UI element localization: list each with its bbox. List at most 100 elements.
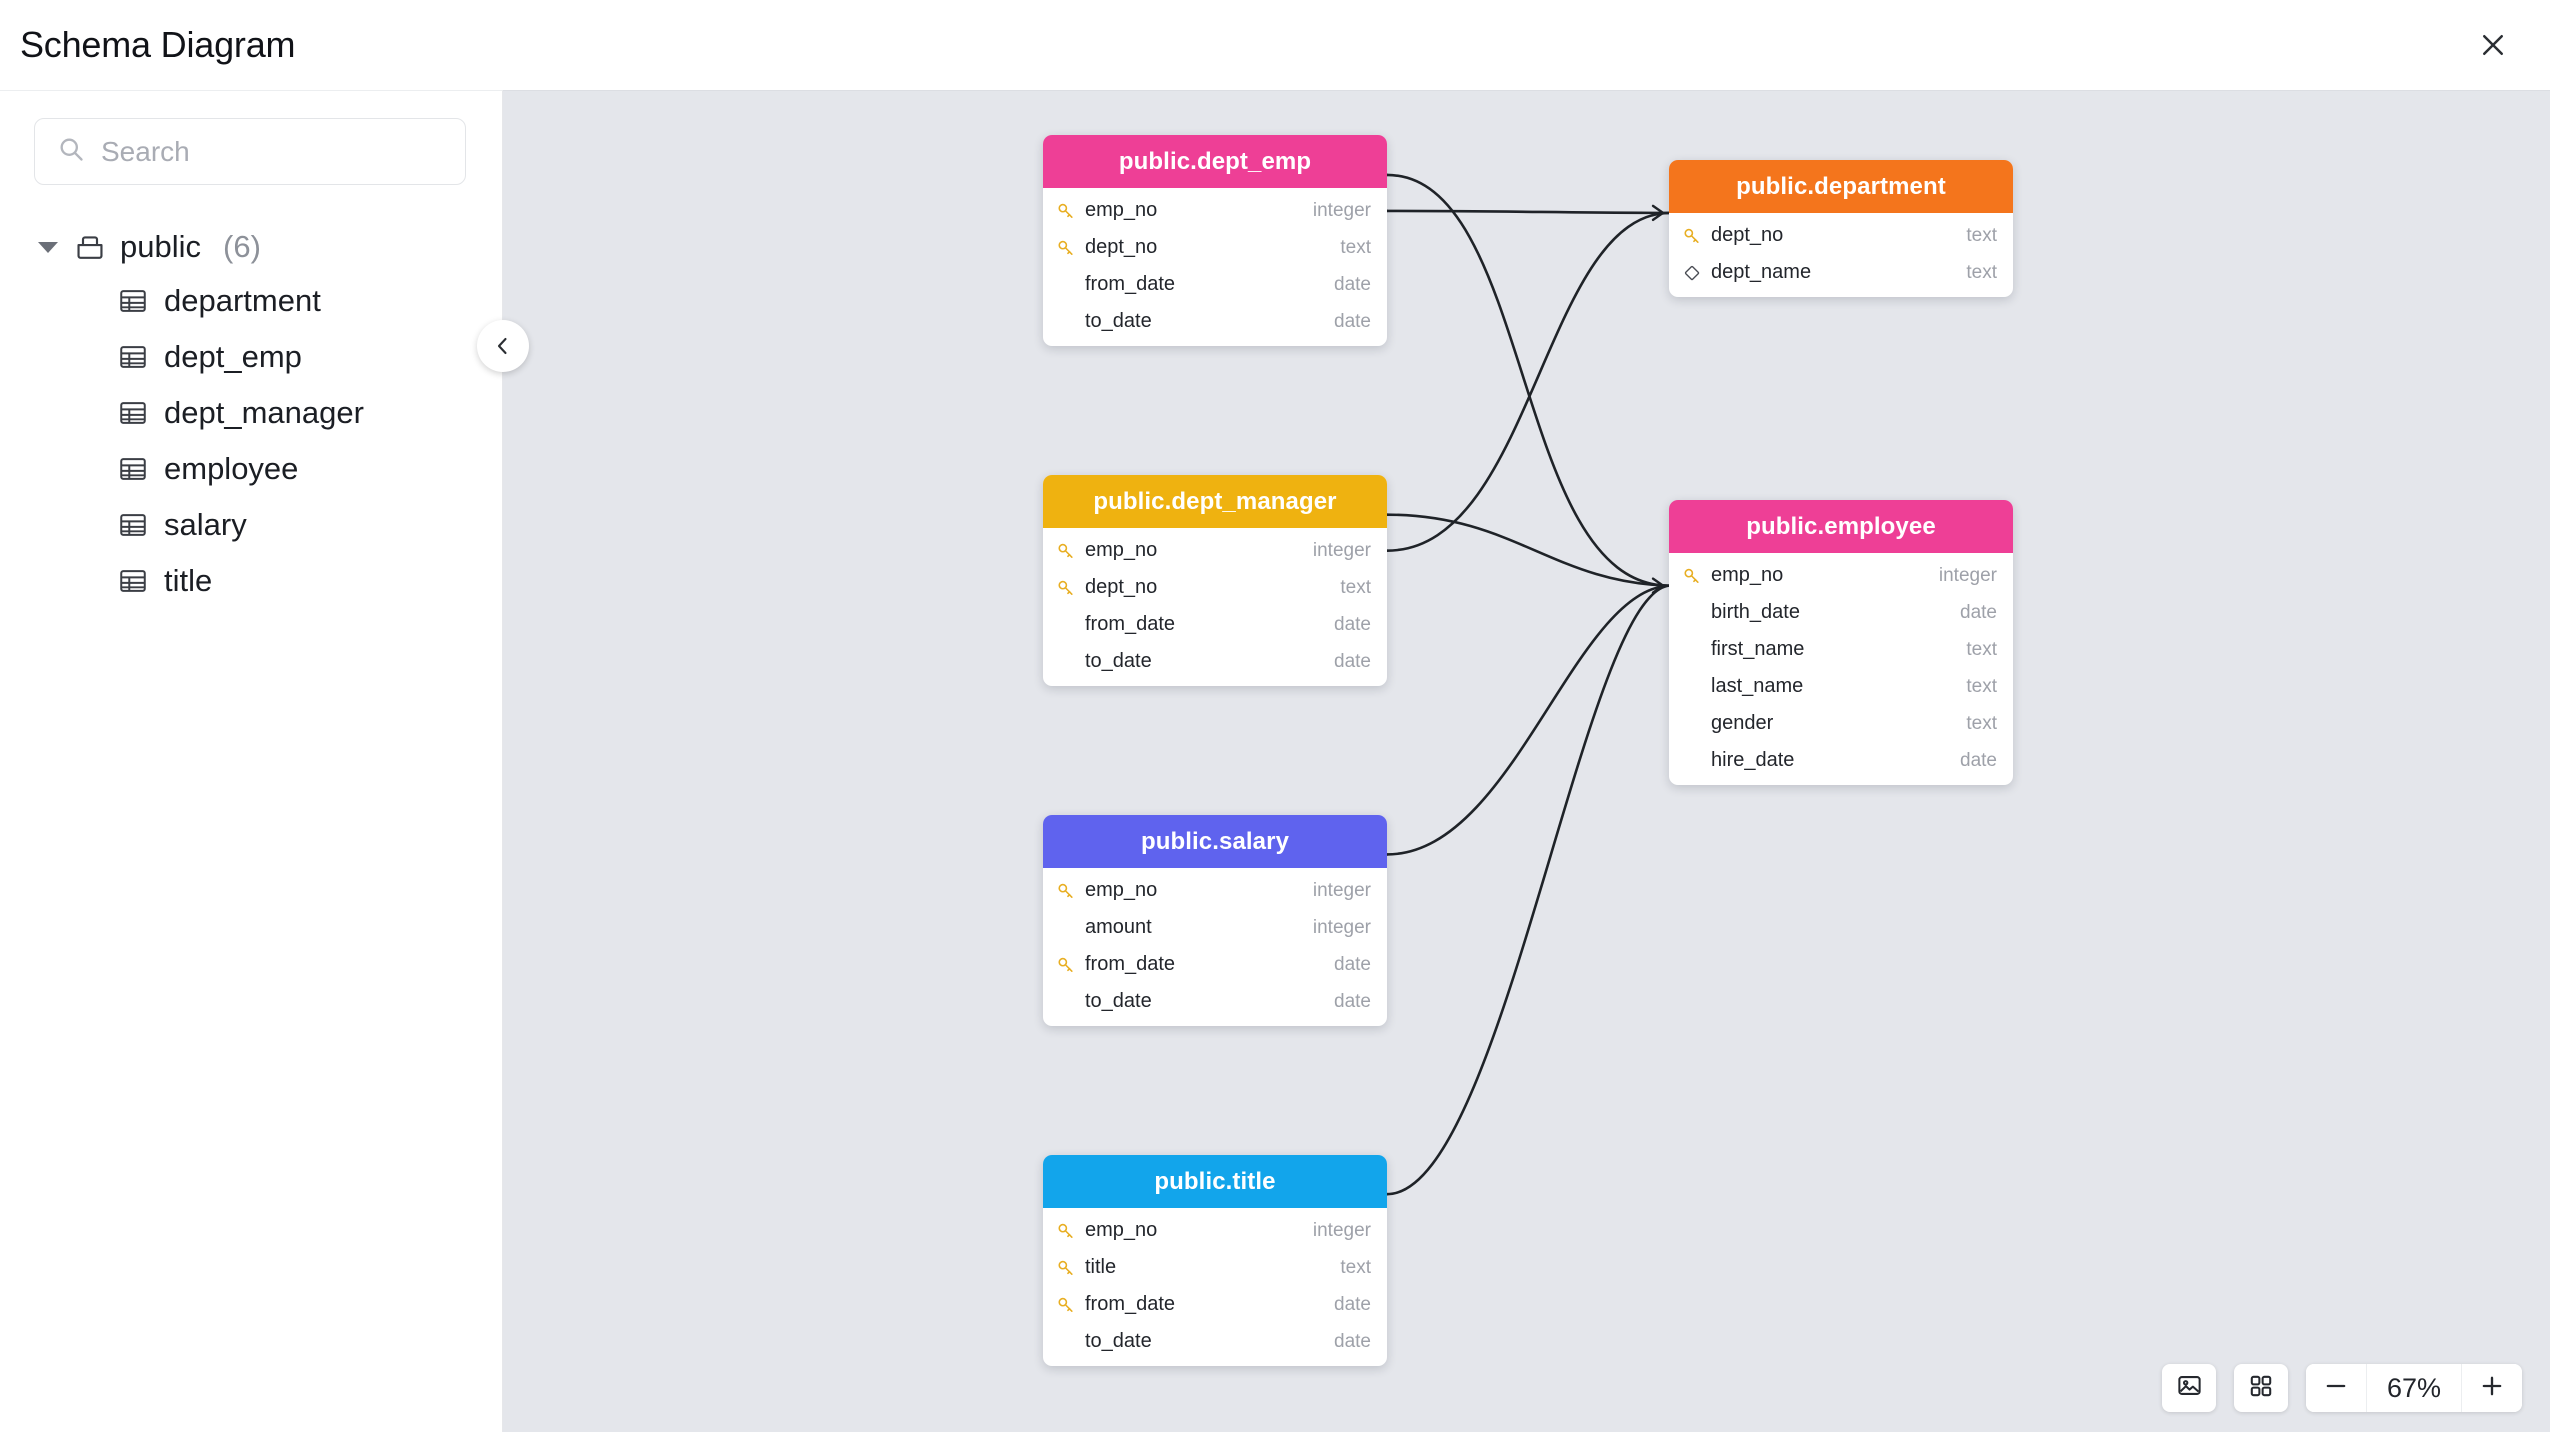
column-name: to_date [1085,1330,1152,1352]
minus-icon [2322,1372,2350,1405]
close-icon[interactable] [2466,18,2520,72]
sidebar-item-title[interactable]: title [34,553,466,609]
titlebar: Schema Diagram [0,0,2550,90]
canvas-toolbar: 67% [2162,1364,2522,1412]
auto-layout-button[interactable] [2234,1364,2288,1412]
sidebar-item-label: employee [164,451,299,486]
column-type: integer [1312,1219,1371,1241]
table-node-header[interactable]: public.department [1669,160,2013,213]
column-name: dept_no [1085,576,1158,598]
column-type: text [1340,576,1371,598]
table-icon [118,512,148,538]
schema-tree: public (6) department dept_emp dept_manage… [34,221,466,609]
column-name: to_date [1085,990,1152,1012]
key-icon [1055,578,1077,598]
column-name: emp_no [1085,1219,1158,1241]
sidebar-item-label: salary [164,507,247,542]
column-row[interactable]: from_date date [1043,606,1387,643]
table-icon [118,456,148,482]
sidebar-item-dept-emp[interactable]: dept_emp [34,329,466,385]
column-name: from_date [1085,953,1176,975]
sidebar-item-public-schema[interactable]: public (6) [34,221,466,273]
column-name: emp_no [1085,199,1158,221]
column-row[interactable]: emp_no integer [1043,1212,1387,1249]
column-type: integer [1312,199,1371,221]
search-input[interactable] [101,119,443,184]
column-type: date [1334,1293,1371,1315]
zoom-out-button[interactable] [2306,1364,2366,1412]
table-icon [118,400,148,426]
column-name: last_name [1711,675,1804,697]
column-name: dept_no [1085,236,1158,258]
key-icon [1055,541,1077,561]
column-name: from_date [1085,613,1176,635]
table-node-header[interactable]: public.dept_emp [1043,135,1387,188]
table-node-header[interactable]: public.employee [1669,500,2013,553]
sidebar-item-dept-manager[interactable]: dept_manager [34,385,466,441]
column-row[interactable]: dept_no text [1043,569,1387,606]
column-type: integer [1938,564,1997,586]
zoom-in-button[interactable] [2462,1364,2522,1412]
diamond-icon [1681,264,1703,282]
schema-table-count: (6) [223,229,261,264]
sidebar-item-employee[interactable]: employee [34,441,466,497]
search-box[interactable] [34,118,466,185]
table-node-header[interactable]: public.salary [1043,815,1387,868]
column-name: birth_date [1711,601,1800,623]
sidebar-item-label: department [164,283,321,318]
column-name: first_name [1711,638,1805,660]
table-node-header[interactable]: public.dept_manager [1043,475,1387,528]
table-node-header[interactable]: public.title [1043,1155,1387,1208]
column-type: date [1334,613,1371,635]
column-row[interactable]: emp_no integer [1043,192,1387,229]
column-name: gender [1711,712,1774,734]
caret-down-icon[interactable] [38,241,58,253]
sidebar-item-department[interactable]: department [34,273,466,329]
column-name: dept_no [1711,224,1784,246]
export-image-button[interactable] [2162,1364,2216,1412]
sidebar-item-salary[interactable]: salary [34,497,466,553]
key-icon [1055,1258,1077,1278]
column-type: text [1966,261,1997,283]
sidebar-collapse-button[interactable] [477,320,529,372]
key-icon [1055,881,1077,901]
column-name: to_date [1085,650,1152,672]
image-icon [2176,1372,2203,1404]
column-row[interactable]: birth_date date [1669,594,2013,631]
table-icon [118,568,148,594]
column-name: title [1085,1256,1117,1278]
column-type: date [1960,601,1997,623]
key-icon [1681,226,1703,246]
sidebar-item-label: dept_manager [164,395,364,430]
zoom-controls: 67% [2306,1364,2522,1412]
plus-icon [2478,1372,2506,1405]
